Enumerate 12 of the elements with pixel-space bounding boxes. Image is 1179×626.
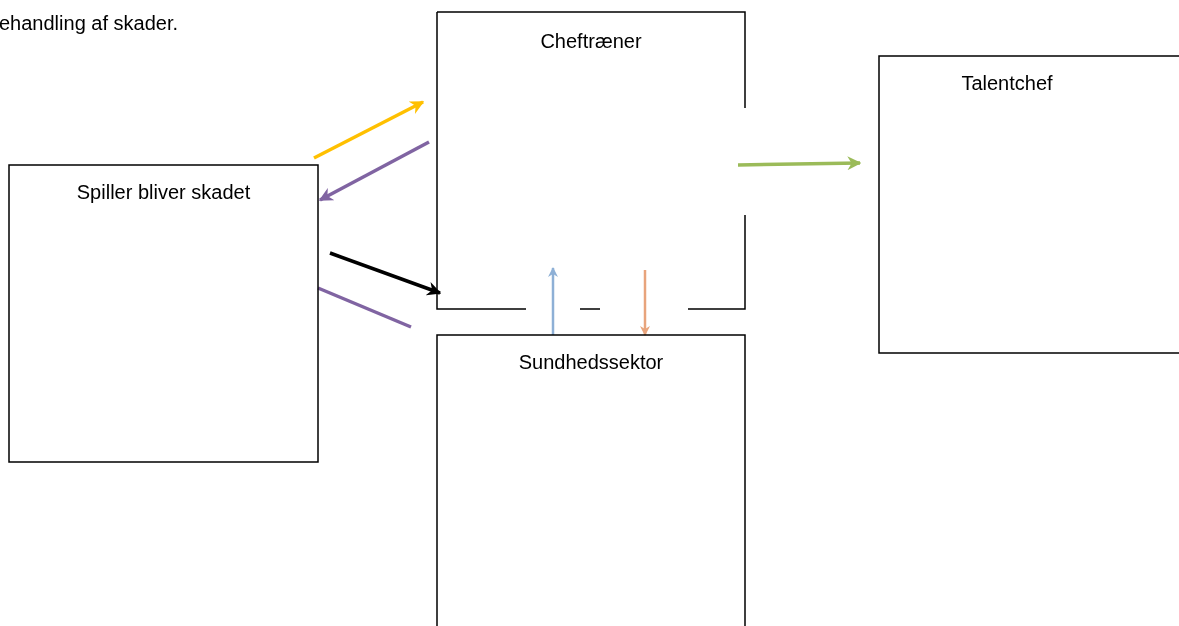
arrow <box>737 156 862 171</box>
box-title: Spiller bliver skadet <box>76 181 251 203</box>
arrow <box>640 270 650 336</box>
text-line: ehandling af skader. <box>0 12 179 35</box>
box-title: Talentchef <box>961 72 1053 94</box>
box-title: Sundhedssektor <box>518 351 664 373</box>
connector-line <box>317 286 412 329</box>
arrow <box>329 251 442 296</box>
arrow <box>548 267 558 335</box>
arrow <box>318 140 430 202</box>
arrow <box>313 100 425 160</box>
box-title: Cheftræner <box>540 30 642 52</box>
